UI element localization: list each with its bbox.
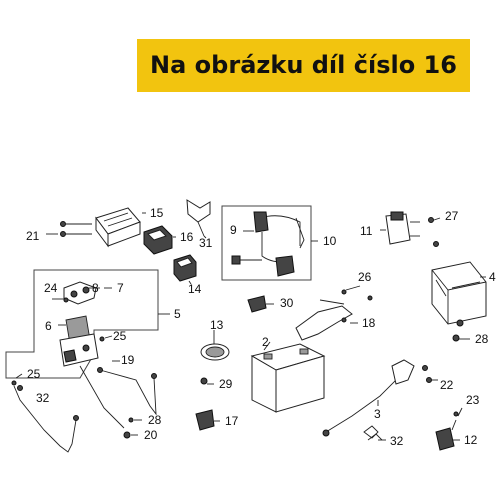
callout-12: 12 (464, 433, 478, 447)
callout-10: 10 (323, 234, 337, 248)
callout-20: 20 (144, 428, 158, 442)
callout-28-left: 28 (148, 413, 162, 427)
part-3-cable (322, 359, 415, 437)
part-13-horn (200, 330, 230, 361)
part-19-cable (97, 367, 157, 416)
callout-3: 3 (374, 407, 381, 421)
callout-18: 18 (362, 316, 376, 330)
part-30-connector (247, 295, 267, 313)
part-20-nut (123, 431, 138, 439)
callout-29: 29 (219, 377, 233, 391)
part-23-screw (453, 407, 463, 417)
part-32-clip-right (363, 425, 383, 441)
callout-19: 19 (121, 353, 135, 367)
part-32-cable-left (13, 385, 79, 453)
callout-6: 6 (45, 319, 52, 333)
part-29-nut (200, 377, 214, 385)
part-25-screw-upper (99, 335, 113, 342)
part-6-ignition-switch (59, 315, 99, 367)
part-26-screws (341, 285, 373, 301)
part-16-relay-holder (143, 225, 173, 255)
callout-32-left: 32 (36, 391, 50, 405)
part-27-screws (428, 217, 441, 247)
part-5-group-outline (5, 269, 159, 379)
callout-27: 27 (445, 209, 459, 223)
part-17-connector (195, 409, 215, 431)
callout-5: 5 (174, 307, 181, 321)
part-9-cable (231, 211, 305, 277)
callout-24: 24 (44, 281, 58, 295)
callout-9: 9 (230, 223, 237, 237)
callout-28-right: 28 (475, 332, 489, 346)
callout-21: 21 (26, 229, 40, 243)
part-22-bolts (422, 365, 438, 383)
callout-16: 16 (180, 230, 194, 244)
callout-17: 17 (225, 414, 239, 428)
callout-7: 7 (117, 281, 124, 295)
callout-23: 23 (466, 393, 480, 407)
part-28-bolt-left (128, 417, 142, 423)
callout-25-lower: 25 (27, 367, 41, 381)
callout-22: 22 (440, 378, 454, 392)
callout-31: 31 (199, 236, 213, 250)
banner-text: Na obrázku díl číslo 16 (150, 51, 457, 79)
part-14-relay (173, 254, 197, 282)
callout-32-right: 32 (390, 434, 404, 448)
callout-8: 8 (92, 281, 99, 295)
part-8-lock (63, 281, 97, 305)
part-25-screw-lower (11, 373, 23, 386)
callout-4: 4 (489, 270, 496, 284)
callout-25-upper: 25 (113, 329, 127, 343)
callout-30: 30 (280, 296, 294, 310)
part-2-battery (250, 343, 326, 413)
callout-13: 13 (210, 318, 224, 332)
part-10-harness-box (221, 205, 312, 281)
callout-2: 2 (262, 335, 269, 349)
callout-11: 11 (360, 224, 373, 238)
part-21-screws (60, 221, 92, 237)
callout-26: 26 (358, 270, 372, 284)
part-4-regulator (431, 261, 487, 325)
part-31-bracket (186, 199, 211, 237)
part-18-battery-bracket (295, 299, 353, 341)
part-24-screw (52, 297, 69, 303)
part-15-fuse-box (95, 207, 141, 248)
part-11-starter-relay (380, 211, 420, 245)
part-28-bolts (452, 319, 464, 342)
part-number-banner: Na obrázku díl číslo 16 (137, 39, 470, 92)
part-12-sensor (435, 419, 460, 451)
callout-14: 14 (188, 282, 202, 296)
callout-15: 15 (150, 206, 164, 220)
